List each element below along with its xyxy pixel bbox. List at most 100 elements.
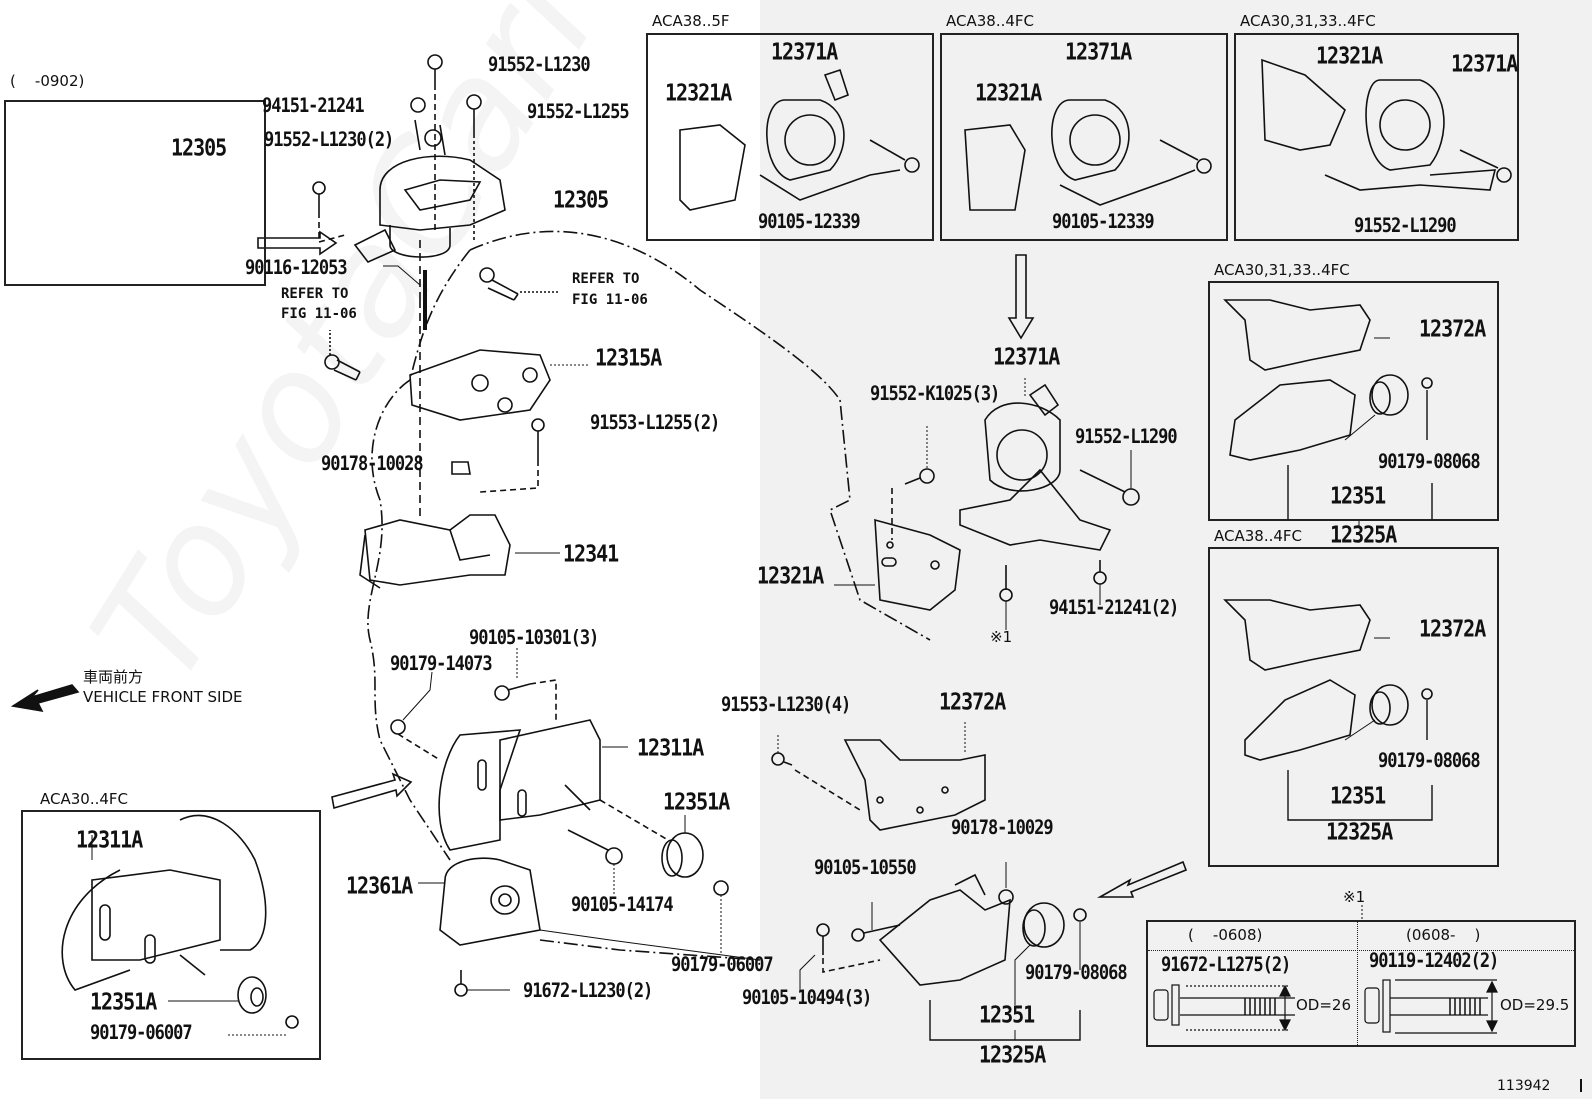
part-label-91672-L1230-2[interactable]: 91672-L1230(2) bbox=[523, 979, 653, 1003]
part-label-12321A[interactable]: 12321A bbox=[757, 561, 824, 590]
refer-note-right-line1: REFER TO bbox=[572, 271, 640, 287]
part-label-90179-08068-right2[interactable]: 90179-08068 bbox=[1378, 749, 1481, 773]
part-label-90105-12339-inset2[interactable]: 90105-12339 bbox=[1052, 210, 1155, 234]
inset-box-aca30-4fc-top bbox=[1234, 33, 1519, 241]
part-label-90179-08068[interactable]: 90179-08068 bbox=[1025, 961, 1128, 985]
part-label-12351-right1[interactable]: 12351 bbox=[1330, 481, 1386, 510]
table-od-col1: OD=26 bbox=[1296, 996, 1352, 1014]
inset-box-aca38-4fc-top bbox=[940, 33, 1228, 241]
part-label-12372A-right2[interactable]: 12372A bbox=[1419, 614, 1486, 643]
inset-header-aca38-4fc-right: ACA38..4FC bbox=[1214, 527, 1303, 545]
refer-note-left-line2[interactable]: FIG 11-06 bbox=[281, 306, 357, 322]
part-label-90105-10494-3[interactable]: 90105-10494(3) bbox=[742, 986, 872, 1010]
part-label-90105-12339-inset1[interactable]: 90105-12339 bbox=[758, 210, 861, 234]
refer-bolt-right bbox=[479, 267, 560, 301]
part-label-94151-21241-2[interactable]: 94151-21241(2) bbox=[1049, 596, 1179, 620]
bracket-12372A-drawing bbox=[843, 739, 986, 831]
arrow-to-12305 bbox=[257, 230, 338, 256]
table-period-col2: (0608- ) bbox=[1406, 926, 1481, 944]
bracket-12325A-drawing bbox=[878, 873, 1011, 986]
bolts-12305 bbox=[312, 54, 482, 520]
table-column-divider bbox=[1357, 922, 1358, 1045]
inset-header-aca30-4fc-top: ACA30,31,33..4FC bbox=[1240, 12, 1376, 30]
part-label-90178-10028[interactable]: 90178-10028 bbox=[321, 452, 424, 476]
part-label-91552-L1290-inset3[interactable]: 91552-L1290 bbox=[1354, 214, 1457, 238]
part-label-12305[interactable]: 12305 bbox=[553, 185, 609, 214]
part-label-94151-21241[interactable]: 94151-21241 bbox=[262, 94, 365, 118]
part-label-12325A[interactable]: 12325A bbox=[979, 1040, 1046, 1069]
part-label-90105-10550[interactable]: 90105-10550 bbox=[814, 856, 917, 880]
part-label-12311A[interactable]: 12311A bbox=[637, 733, 704, 762]
figure-number: 113942 bbox=[1497, 1078, 1551, 1094]
part-label-91553-L1255-2[interactable]: 91553-L1255(2) bbox=[590, 411, 720, 435]
refer-bolt-left bbox=[324, 330, 361, 381]
mount-12371A-drawing bbox=[959, 383, 1112, 551]
part-label-91552-L1230[interactable]: 91552-L1230 bbox=[488, 53, 591, 77]
part-label-91552-K1025-3[interactable]: 91552-K1025(3) bbox=[870, 382, 1000, 406]
part-label-12325A-right2[interactable]: 12325A bbox=[1326, 817, 1393, 846]
arrow-to-right-inset bbox=[1096, 860, 1188, 898]
part-label-12321A-inset1[interactable]: 12321A bbox=[665, 78, 732, 107]
part-label-12315A[interactable]: 12315A bbox=[595, 343, 662, 372]
part-label-12371A[interactable]: 12371A bbox=[993, 342, 1060, 371]
bolt-variant-table: ( -0608) (0608- ) 91672-L1275(2) 90119-1… bbox=[1146, 920, 1576, 1047]
part-label-90178-10029[interactable]: 90178-10029 bbox=[951, 816, 1054, 840]
part-label-91552-L1255[interactable]: 91552-L1255 bbox=[527, 100, 630, 124]
part-label-90179-06007-inset-bottom[interactable]: 90179-06007 bbox=[90, 1021, 193, 1045]
inset-top-1-drawing bbox=[679, 68, 920, 211]
mount-12361A-drawing bbox=[439, 857, 541, 946]
part-label-12305-inset[interactable]: 12305 bbox=[171, 133, 227, 162]
reference-mark-x1: ※1 bbox=[990, 628, 1013, 646]
inset-box-aca38-5f bbox=[646, 33, 934, 241]
part-label-91552-L1230-2[interactable]: 91552-L1230(2) bbox=[264, 128, 394, 152]
refer-note-right-line2[interactable]: FIG 11-06 bbox=[572, 292, 648, 308]
part-label-91553-L1230-4[interactable]: 91553-L1230(4) bbox=[721, 693, 851, 717]
vehicle-front-label-jp: 車両前方 bbox=[83, 668, 144, 686]
part-label-12361A[interactable]: 12361A bbox=[346, 871, 413, 900]
part-label-12351[interactable]: 12351 bbox=[979, 1000, 1035, 1029]
part-label-12372A[interactable]: 12372A bbox=[939, 687, 1006, 716]
bracket-12311A-drawing bbox=[438, 719, 601, 851]
part-label-90105-14174[interactable]: 90105-14174 bbox=[571, 893, 674, 917]
part-label-12351A[interactable]: 12351A bbox=[663, 787, 730, 816]
figure-number-bar bbox=[1580, 1079, 1582, 1092]
part-label-12351A-inset-bottom[interactable]: 12351A bbox=[90, 987, 157, 1016]
table-od-col2: OD=29.5 bbox=[1500, 996, 1570, 1014]
part-label-12372A-right1[interactable]: 12372A bbox=[1419, 314, 1486, 343]
part-label-12321A-inset3[interactable]: 12321A bbox=[1316, 41, 1383, 70]
mount-12305-drawing bbox=[353, 119, 506, 263]
bolt-91672-drawing bbox=[1153, 984, 1295, 1032]
part-label-91552-L1290[interactable]: 91552-L1290 bbox=[1075, 425, 1178, 449]
part-label-12325A-right1[interactable]: 12325A bbox=[1330, 520, 1397, 549]
part-label-12321A-inset2[interactable]: 12321A bbox=[975, 78, 1042, 107]
part-label-12341[interactable]: 12341 bbox=[563, 539, 619, 568]
inset-top-3-drawing bbox=[1261, 58, 1512, 191]
part-label-90179-06007[interactable]: 90179-06007 bbox=[671, 953, 774, 977]
table-row-divider bbox=[1148, 950, 1574, 951]
vehicle-front-arrow-icon bbox=[10, 684, 80, 713]
inset-box-aca30-4fc-right bbox=[1208, 281, 1499, 521]
bracket-12315A-drawing bbox=[409, 349, 551, 421]
inset-header-aca38-4fc-top: ACA38..4FC bbox=[946, 12, 1035, 30]
part-label-12351-right2[interactable]: 12351 bbox=[1330, 781, 1386, 810]
table-part-col2[interactable]: 90119-12402(2) bbox=[1369, 949, 1499, 973]
part-label-12371A-inset1[interactable]: 12371A bbox=[771, 37, 838, 66]
shaded-background-region bbox=[760, 0, 1592, 1099]
bolt-90119-drawing bbox=[1364, 979, 1498, 1034]
vehicle-front-label-en: VEHICLE FRONT SIDE bbox=[83, 688, 243, 706]
inset-header-aca38-5f: ACA38..5F bbox=[652, 12, 730, 30]
inset-header-aca30-4fc-bottom: ACA30..4FC bbox=[40, 790, 129, 808]
part-label-90179-08068-right1[interactable]: 90179-08068 bbox=[1378, 450, 1481, 474]
part-label-12371A-inset3[interactable]: 12371A bbox=[1451, 49, 1518, 78]
part-label-90116-12053[interactable]: 90116-12053 bbox=[245, 256, 348, 280]
part-label-90179-14073[interactable]: 90179-14073 bbox=[390, 652, 493, 676]
part-label-12371A-inset2[interactable]: 12371A bbox=[1065, 37, 1132, 66]
arrow-down-to-12371A bbox=[1007, 254, 1035, 340]
part-label-90105-10301-3[interactable]: 90105-10301(3) bbox=[469, 626, 599, 650]
table-part-col1[interactable]: 91672-L1275(2) bbox=[1161, 953, 1291, 977]
table-period-col1: ( -0608) bbox=[1188, 926, 1263, 944]
part-label-12311A-inset-bottom[interactable]: 12311A bbox=[76, 825, 143, 854]
inset-box-early-model bbox=[4, 100, 266, 286]
engine-outline bbox=[469, 230, 931, 641]
inset-header-aca30-4fc-right: ACA30,31,33..4FC bbox=[1214, 261, 1350, 279]
